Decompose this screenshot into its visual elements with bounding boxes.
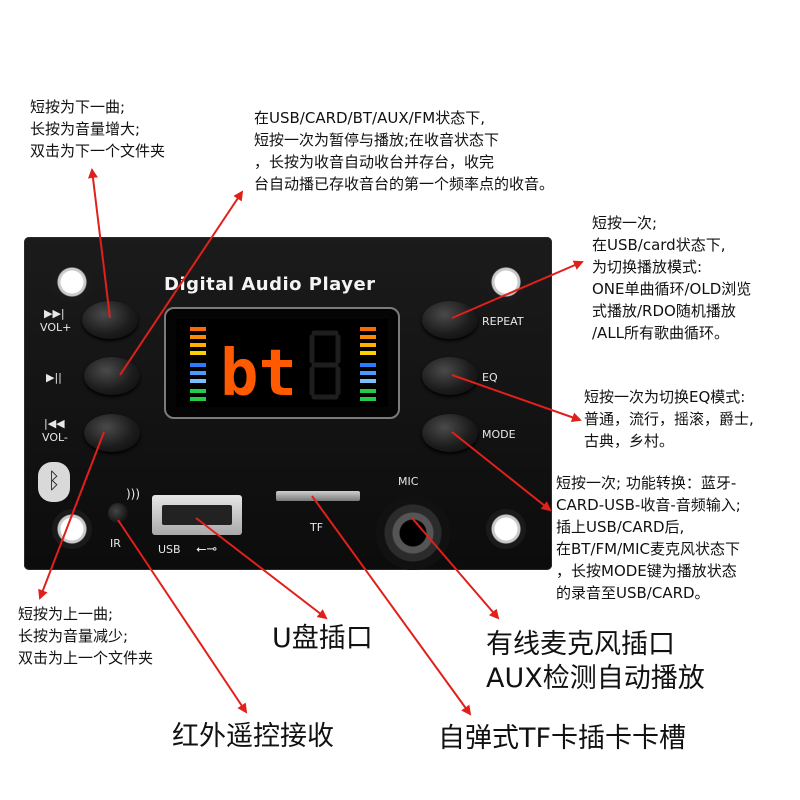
- callout-line: AUX检测自动播放: [486, 663, 705, 694]
- arrow-eq: [451, 374, 582, 423]
- callout-tf: 自弹式TF卡插卡卡槽: [438, 723, 687, 754]
- note-line: 短按为上一曲;: [18, 605, 114, 623]
- mic-label: MIC: [398, 475, 419, 488]
- bluetooth-icon: ᛒ: [38, 462, 70, 502]
- note-line: 在BT/FM/MIC麦克风状态下: [556, 540, 740, 558]
- display-digits: bt: [220, 337, 297, 407]
- note-line: 插上USB/CARD后,: [556, 518, 685, 536]
- audio-player-board: Digital Audio Player ▶▶| VOL+ ▶|| |◀◀ VO…: [24, 237, 552, 570]
- next-track-icon: ▶▶|: [44, 307, 65, 320]
- note-line: /ALL所有歌曲循环。: [592, 324, 730, 342]
- usb-symbol-icon: ⭠⊸: [196, 542, 218, 557]
- note-repeat-button: 短按一次; 在USB/card状态下, 为切换播放模式: ONE单曲循环/OLD…: [592, 212, 751, 344]
- mode-label: MODE: [482, 428, 516, 441]
- led-screen: bt: [176, 319, 388, 411]
- callout-usb: U盘插口: [272, 623, 373, 654]
- callout-line: 有线麦克风插口: [486, 629, 675, 660]
- note-line: 古典，乡村。: [584, 432, 675, 450]
- callout-ir: 红外遥控接收: [172, 721, 334, 752]
- led-display: bt: [164, 307, 400, 419]
- next-button[interactable]: [82, 301, 138, 339]
- note-line: 的录音至USB/CARD。: [556, 584, 710, 602]
- ir-signal-icon: ))): [126, 487, 141, 501]
- mount-hole-top-left: [52, 262, 92, 302]
- arrow-tf: [311, 495, 472, 716]
- note-line: 双击为上一个文件夹: [18, 649, 154, 667]
- note-line: 长按为音量增大;: [30, 120, 141, 138]
- note-line: 短按一次;: [592, 214, 658, 232]
- ir-receiver: [108, 503, 128, 523]
- led-segments: bt: [190, 327, 376, 411]
- arrow-repeat: [451, 260, 584, 319]
- note-line: 台自动播已存收音台的第一个频率点的收音。: [254, 175, 555, 193]
- note-line: 双击为下一个文件夹: [30, 142, 166, 160]
- note-mode-button: 短按一次; 功能转换：蓝牙- CARD-USB-收音-音频输入; 插上USB/C…: [556, 472, 741, 604]
- unlit-digits: [309, 330, 341, 400]
- repeat-button[interactable]: [422, 301, 478, 339]
- board-title: Digital Audio Player: [164, 274, 376, 295]
- note-line: 长按为音量减少;: [18, 627, 129, 645]
- repeat-label: REPEAT: [482, 315, 524, 328]
- note-line: ONE单曲循环/OLD浏览: [592, 280, 752, 298]
- vol-plus-label: VOL+: [40, 321, 72, 334]
- right-level-bars: [360, 327, 376, 401]
- tf-label: TF: [310, 521, 324, 534]
- arrow-mode: [451, 431, 552, 512]
- note-line: 短按为下一曲;: [30, 98, 126, 116]
- note-line: ，长按为收音自动收台并存台，收完: [254, 153, 495, 171]
- vol-minus-label: VOL-: [42, 431, 68, 444]
- mic-jack[interactable]: [376, 496, 450, 570]
- tf-card-slot[interactable]: [276, 491, 360, 501]
- play-pause-button[interactable]: [84, 357, 140, 395]
- arrow-next: [88, 168, 111, 319]
- previous-button[interactable]: [84, 414, 140, 452]
- previous-track-icon: |◀◀: [44, 417, 65, 430]
- arrow-mic: [411, 517, 500, 620]
- note-line: 在USB/CARD/BT/AUX/FM状态下,: [254, 109, 486, 127]
- arrow-ir: [117, 519, 248, 714]
- note-line: 普通，流行，摇滚，爵士,: [584, 410, 754, 428]
- note-line: 在USB/card状态下,: [592, 236, 726, 254]
- note-line: CARD-USB-收音-音频输入;: [556, 496, 741, 514]
- note-eq-button: 短按一次为切换EQ模式: 普通，流行，摇滚，爵士, 古典，乡村。: [584, 386, 754, 452]
- note-line: 短按一次为切换EQ模式:: [584, 388, 746, 406]
- eq-label: EQ: [482, 371, 498, 384]
- note-line: ，长按MODE键为播放状态: [556, 562, 737, 580]
- arrow-usb: [195, 517, 328, 620]
- play-pause-icon: ▶||: [46, 371, 62, 384]
- note-play-button: 在USB/CARD/BT/AUX/FM状态下, 短按一次为暂停与播放;在收音状态…: [254, 107, 554, 195]
- callout-mic: 有线麦克风插口 AUX检测自动播放: [486, 628, 705, 696]
- arrow-play: [119, 190, 244, 376]
- note-line: 短按一次为暂停与播放;在收音状态下: [254, 131, 500, 149]
- note-line: 式播放/RDO随机播放: [592, 302, 736, 320]
- note-line: 为切换播放模式:: [592, 258, 703, 276]
- arrow-prev: [38, 431, 105, 600]
- note-line: 短按一次; 功能转换：蓝牙-: [556, 474, 737, 492]
- eq-button[interactable]: [422, 357, 478, 395]
- ir-label: IR: [110, 537, 121, 550]
- note-next-button: 短按为下一曲; 长按为音量增大; 双击为下一个文件夹: [30, 96, 165, 162]
- usb-port[interactable]: [152, 495, 242, 535]
- note-prev-button: 短按为上一曲; 长按为音量减少; 双击为上一个文件夹: [18, 603, 153, 669]
- mount-hole-bottom-right: [486, 509, 526, 549]
- left-level-bars: [190, 327, 206, 401]
- usb-label: USB: [158, 543, 181, 556]
